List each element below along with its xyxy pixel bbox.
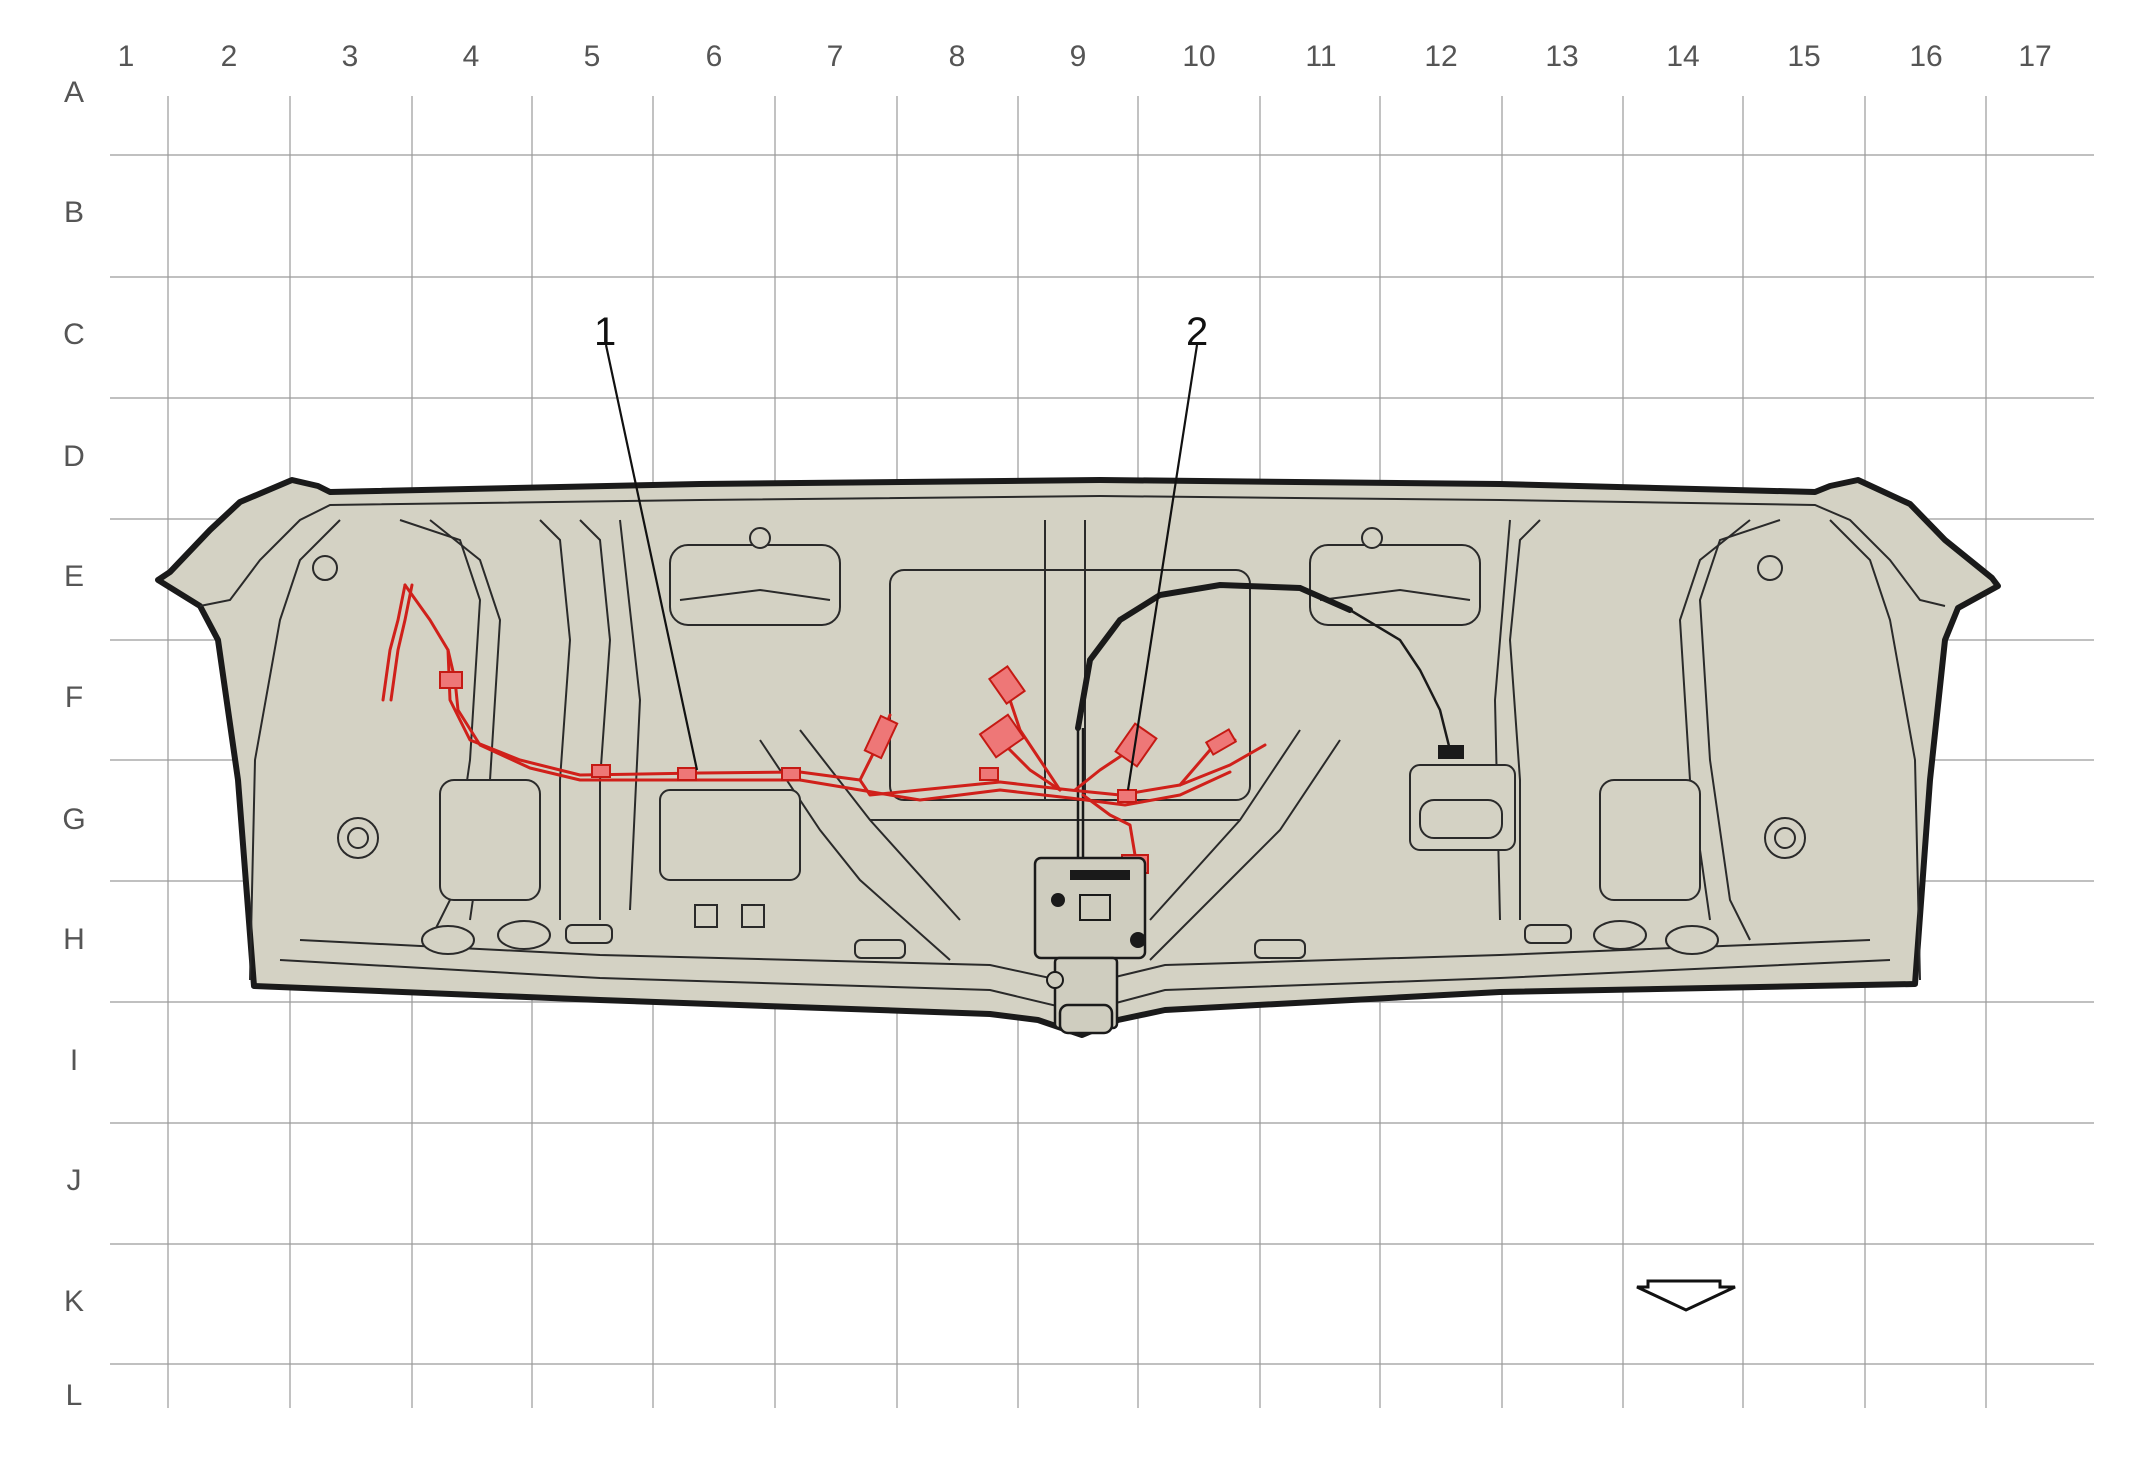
grid-row-label: J — [67, 1164, 82, 1197]
grid-column-label: 3 — [342, 40, 359, 73]
grid-column-label: 13 — [1545, 40, 1578, 73]
grid-column-label: 17 — [2018, 40, 2051, 73]
grid-row-label: F — [65, 681, 83, 714]
black-cable — [1075, 581, 1464, 860]
callout-2: 2 — [1126, 310, 1208, 791]
grid-column-label: 7 — [827, 40, 844, 73]
grid-column-label: 8 — [949, 40, 966, 73]
grid-column-label: 11 — [1305, 40, 1336, 73]
grid-column-label: 6 — [706, 40, 723, 73]
grid-row-label: B — [64, 196, 84, 229]
grid-column-label: 15 — [1787, 40, 1820, 73]
grid-column-label: 16 — [1909, 40, 1942, 73]
grid-row-label: D — [63, 440, 85, 473]
callout-1: 1 — [594, 310, 699, 771]
grid-row-label: L — [66, 1379, 83, 1412]
grid-column-label: 5 — [584, 40, 601, 73]
callout-2-leader — [1126, 344, 1199, 791]
grid-column-label: 9 — [1070, 40, 1087, 73]
grid-row-label: K — [64, 1285, 84, 1318]
trunk-latch — [1033, 856, 1147, 1035]
grid-row-label: A — [64, 76, 84, 109]
grid-row-label: E — [64, 560, 84, 593]
grid-row-label: G — [62, 803, 85, 836]
callout-1-leader — [604, 344, 699, 771]
row-labels: A B C D E F G H I J K L — [62, 76, 85, 1412]
grid-column-label: 12 — [1424, 40, 1457, 73]
view-direction-arrow-icon — [1636, 1279, 1736, 1312]
grid-column-label: 14 — [1666, 40, 1699, 73]
grid-row-label: I — [70, 1044, 78, 1077]
grid-column-label: 1 — [118, 40, 135, 73]
callout-1-label: 1 — [594, 310, 616, 354]
callout-2-label: 2 — [1186, 310, 1208, 354]
grid-column-label: 10 — [1182, 40, 1215, 73]
grid-row-label: H — [63, 923, 85, 956]
grid-row-label: C — [63, 318, 85, 351]
grid-column-label: 4 — [463, 40, 480, 73]
grid-column-label: 2 — [221, 40, 238, 73]
